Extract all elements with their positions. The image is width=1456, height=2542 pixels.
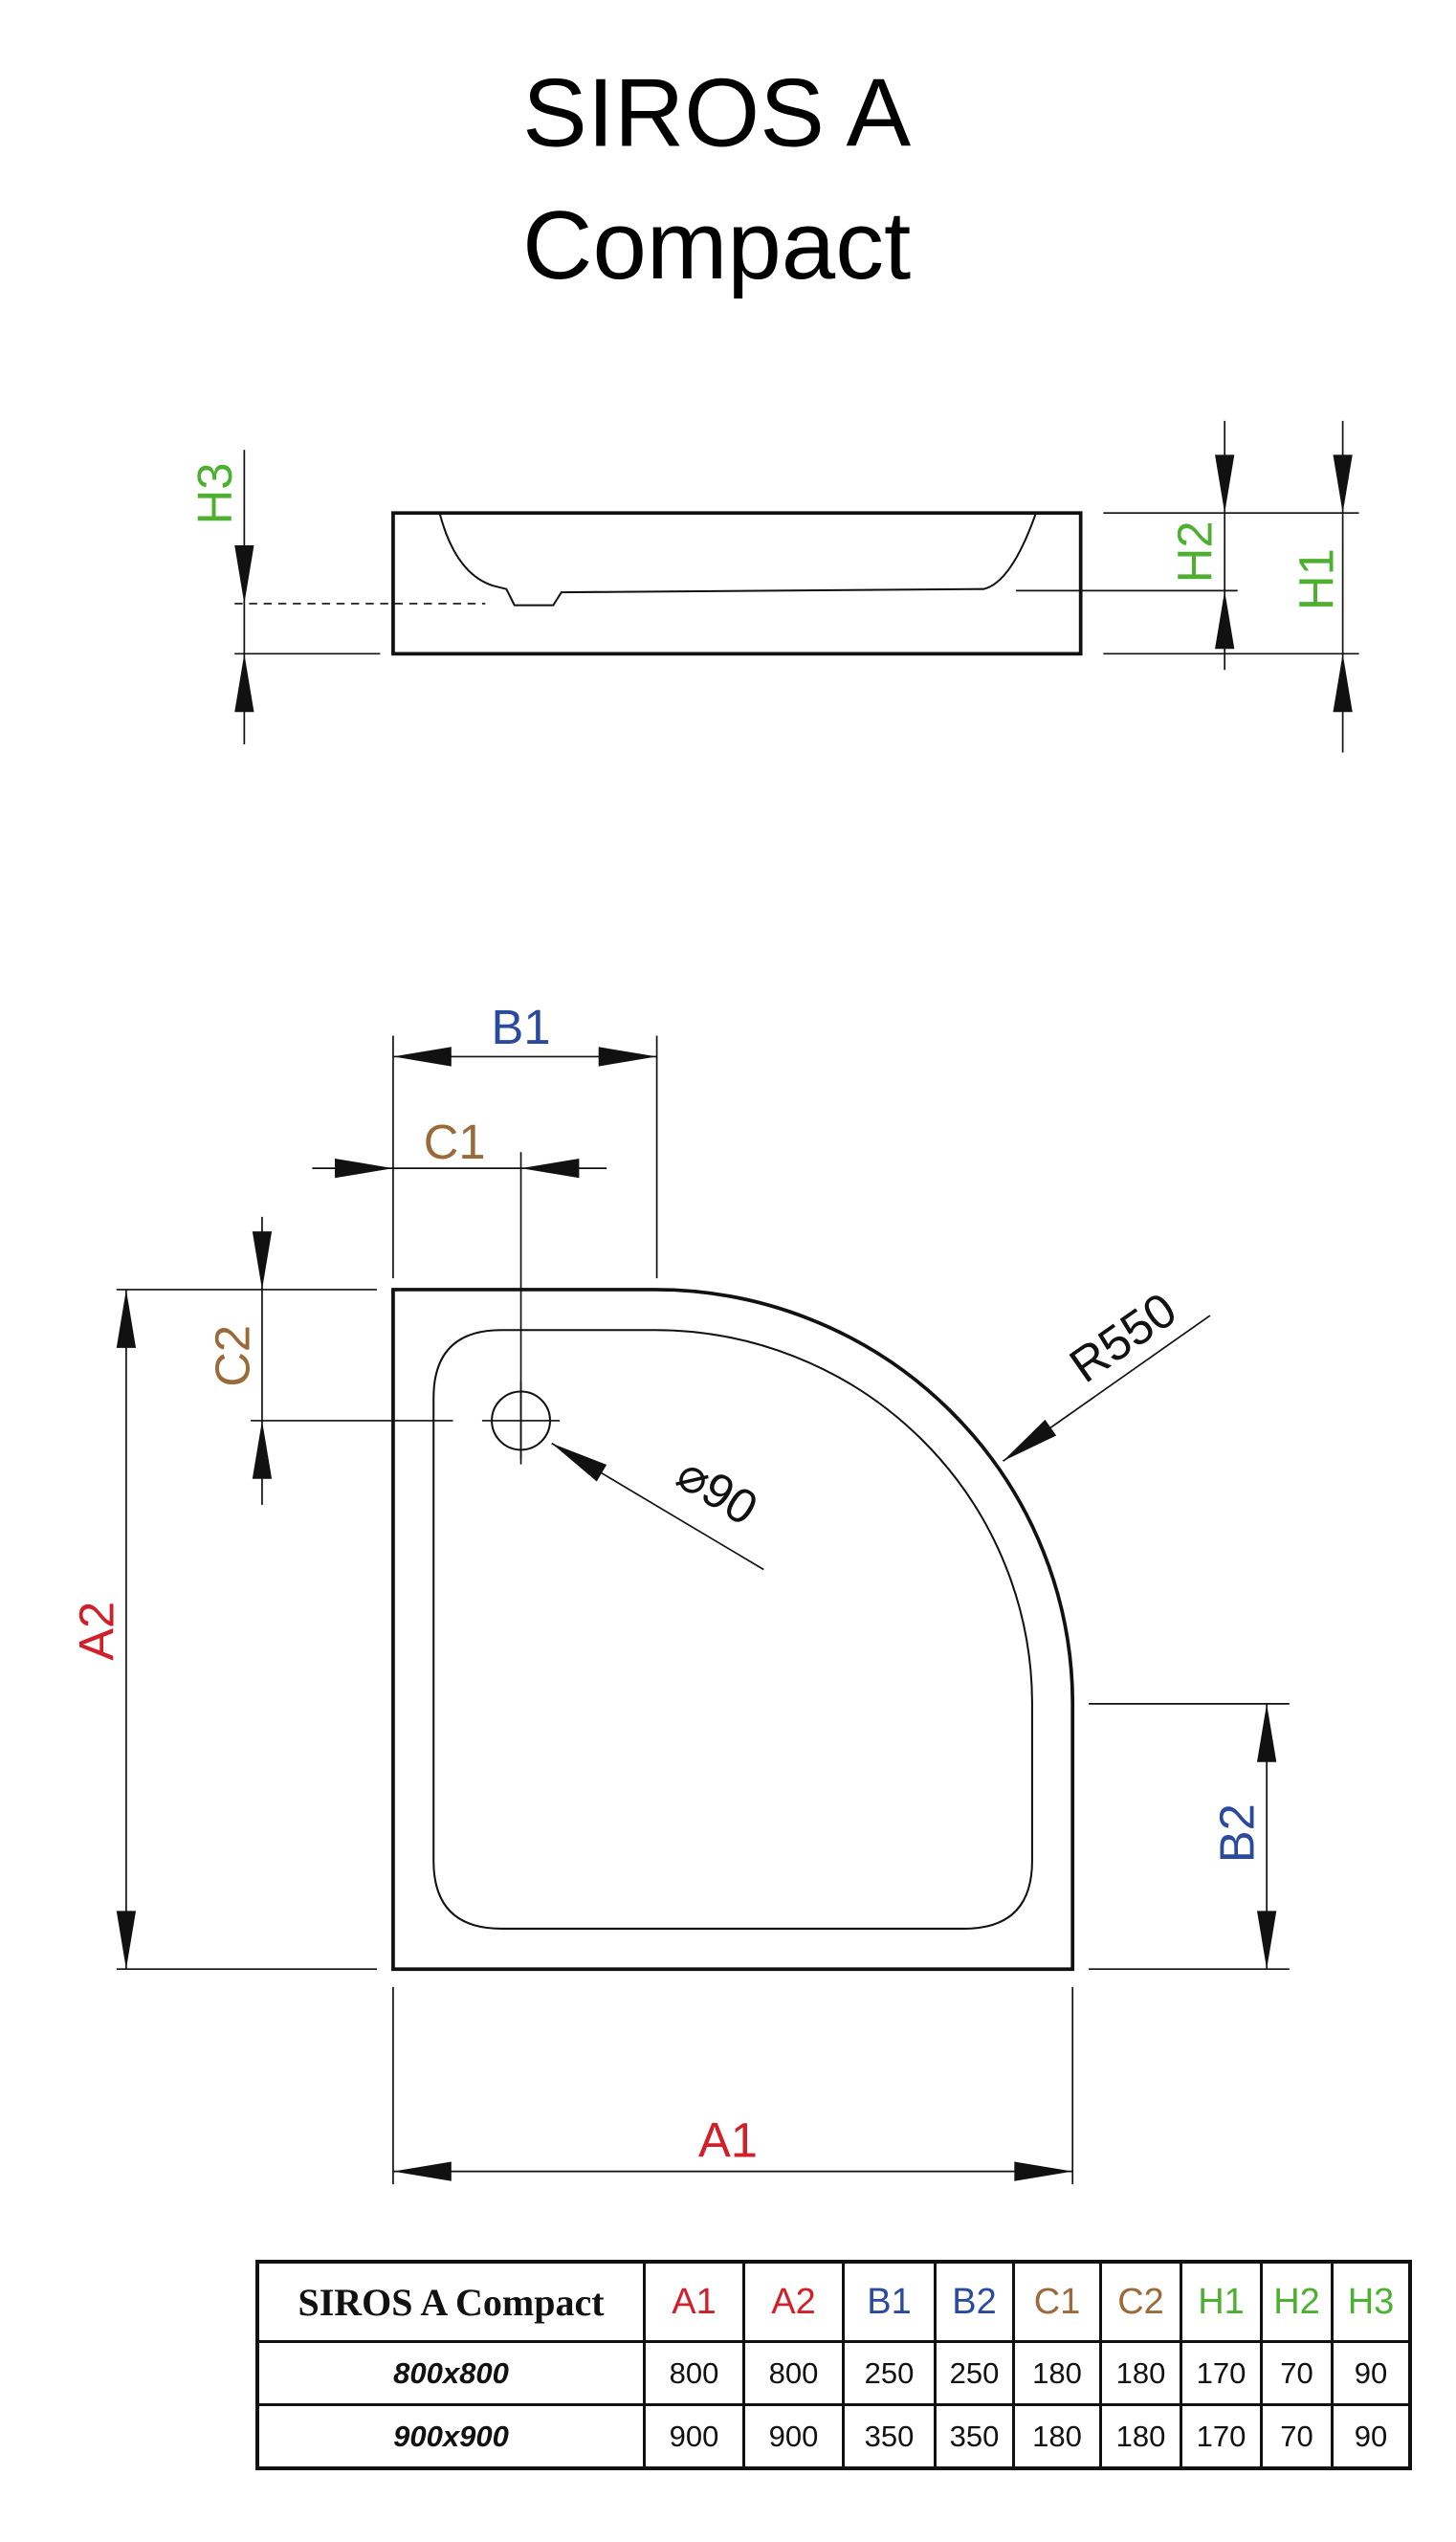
arrowhead-icon (1333, 653, 1353, 713)
model-name: SIROS A Compact (255, 2260, 646, 2343)
cell: 180 (1012, 2340, 1102, 2406)
tray-side-outline (391, 511, 1083, 656)
arrowhead-icon (1215, 454, 1235, 514)
cell: 170 (1180, 2403, 1263, 2470)
arrowhead-icon (335, 1158, 393, 1179)
header-c2: C2 (1099, 2260, 1182, 2343)
table-header-row: SIROS A Compact A1 A2 B1 B2 C1 C2 H1 H2 … (255, 2260, 1412, 2343)
cell: 90 (1331, 2340, 1412, 2406)
cell: 180 (1099, 2403, 1182, 2470)
arrowhead-icon (116, 1289, 137, 1348)
label-b1: B1 (492, 1000, 551, 1054)
arrowhead-icon (551, 1443, 607, 1482)
cell: 250 (934, 2340, 1015, 2406)
arrowhead-icon (234, 653, 254, 713)
table-row: 900x900 900 900 350 350 180 180 170 70 9… (255, 2403, 1412, 2470)
side-view: H3 H2 H1 (188, 420, 1359, 753)
cell: 170 (1180, 2340, 1263, 2406)
cell: 350 (934, 2403, 1015, 2470)
header-h2: H2 (1260, 2260, 1334, 2343)
tray-outline (391, 1288, 1075, 1972)
cell: 900 (742, 2403, 845, 2470)
cell: 70 (1260, 2403, 1334, 2470)
title-line1: SIROS A (522, 57, 911, 166)
arrowhead-icon (1256, 1703, 1277, 1762)
header-c1: C1 (1012, 2260, 1102, 2343)
header-h3: H3 (1331, 2260, 1412, 2343)
cell: 900 (643, 2403, 745, 2470)
top-view: B1 C1 C2 A2 B2 A1 R550 ⌀90 (69, 1000, 1290, 2185)
label-h2: H2 (1168, 520, 1223, 583)
label-c1: C1 (424, 1115, 486, 1169)
arrowhead-icon (1256, 1911, 1277, 1970)
label-a2: A2 (69, 1602, 123, 1661)
arrowhead-icon (1215, 590, 1235, 650)
label-h3: H3 (188, 462, 242, 524)
tray-inner-basin (432, 1329, 1033, 1930)
cell: 180 (1099, 2340, 1182, 2406)
cell: 70 (1260, 2340, 1334, 2406)
arrowhead-icon (252, 1231, 273, 1290)
label-h1: H1 (1289, 548, 1343, 610)
row-size: 800x800 (255, 2340, 646, 2406)
cell: 90 (1331, 2403, 1412, 2470)
header-a1: A1 (643, 2260, 745, 2343)
header-b1: B1 (842, 2260, 937, 2343)
arrowhead-icon (1014, 2161, 1073, 2181)
cell: 350 (842, 2403, 937, 2470)
tray-inner-profile (439, 514, 1037, 607)
arrowhead-icon (520, 1158, 580, 1179)
cell: 800 (742, 2340, 845, 2406)
title-line2: Compact (522, 190, 911, 299)
arrowhead-icon (1003, 1419, 1057, 1462)
table-row: 800x800 800 800 250 250 180 180 170 70 9… (255, 2340, 1412, 2406)
arrowhead-icon (252, 1420, 273, 1479)
arrowhead-icon (392, 2161, 452, 2181)
header-b2: B2 (934, 2260, 1015, 2343)
label-b2: B2 (1210, 1803, 1265, 1863)
arrowhead-icon (598, 1047, 657, 1067)
arrowhead-icon (116, 1911, 137, 1970)
header-h1: H1 (1180, 2260, 1263, 2343)
row-size: 900x900 (255, 2403, 646, 2470)
label-c2: C2 (205, 1325, 259, 1387)
cell: 250 (842, 2340, 937, 2406)
cell: 180 (1012, 2403, 1102, 2470)
cell: 800 (643, 2340, 745, 2406)
arrowhead-icon (234, 545, 254, 604)
arrowhead-icon (392, 1047, 452, 1067)
top-dimension-lines (116, 1035, 1290, 2185)
dimensions-table: SIROS A Compact A1 A2 B1 B2 C1 C2 H1 H2 … (255, 2260, 1412, 2470)
side-dimension-lines (234, 420, 1359, 753)
label-a1: A1 (698, 2112, 758, 2167)
arrowhead-icon (1333, 454, 1353, 514)
header-a2: A2 (742, 2260, 845, 2343)
